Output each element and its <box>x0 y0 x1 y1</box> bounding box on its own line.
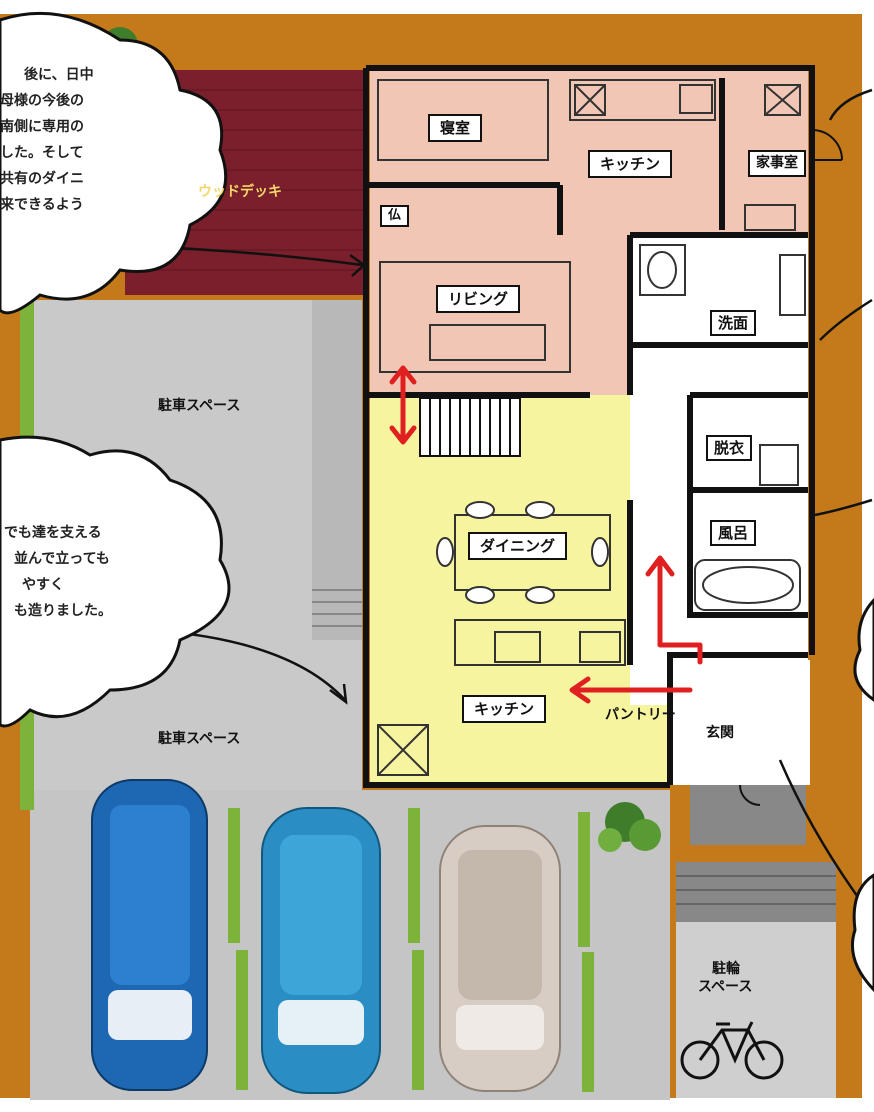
bubble-line: 来できるよう <box>0 197 84 213</box>
right-margin <box>862 0 874 1112</box>
bubble-line: 後に、日中 <box>24 67 94 83</box>
parking-label-upper: 駐車スペース <box>158 398 241 414</box>
bubble-line: 並んで立っても <box>14 551 110 567</box>
room-label-pantry: パントリー <box>605 707 676 723</box>
red-arrow-icon <box>389 365 703 704</box>
car-icon <box>261 807 381 1094</box>
door-swing-icon <box>739 129 843 806</box>
entry-steps <box>676 862 836 922</box>
entry-step-lines <box>676 875 836 905</box>
step-lines <box>312 589 362 627</box>
room-label-altar: 仏 <box>380 205 410 227</box>
tree-icon <box>598 802 661 852</box>
bubble-line: 共有のダイニ <box>0 171 84 187</box>
bubble-line: も造りました。 <box>14 603 112 619</box>
bubble-line: 南側に専用の <box>0 119 84 135</box>
speech-bubble-right-2 <box>850 873 874 993</box>
walls <box>363 65 815 788</box>
bubble-line: 母様の今後の <box>0 93 84 109</box>
hedge-4 <box>412 950 424 1090</box>
porch <box>690 785 806 845</box>
bubble-text-top-left: 後に、日中 母様の今後の 南側に専用の した。そして 共有のダイニ 来できるよう <box>0 62 94 218</box>
side-steps <box>312 300 362 640</box>
wood-deck-label: ウッドデッキ <box>198 184 282 200</box>
hedge-2 <box>236 950 248 1090</box>
dining-chairs <box>436 501 609 604</box>
bubble-line: した。そして <box>0 145 84 161</box>
bicycle-area <box>676 922 836 1098</box>
room-label-bedroom: 寝室 <box>428 114 483 142</box>
room-label-housework: 家事室 <box>748 150 806 177</box>
car-icon <box>91 779 208 1091</box>
room-label-dressing: 脱衣 <box>706 435 753 461</box>
bubble-line: やすく <box>22 577 64 593</box>
hedge-5 <box>578 812 590 947</box>
room-label-washroom: 洗面 <box>710 310 757 336</box>
speech-bubble-top-left <box>0 11 228 315</box>
room-label-entrance: 玄関 <box>706 725 734 741</box>
parking-label-lower: 駐車スペース <box>158 731 241 747</box>
bicycle-icon <box>680 1021 784 1080</box>
room-label-bath: 風呂 <box>710 520 757 546</box>
room-label-living: リビング <box>436 285 521 313</box>
speech-bubble-right-1 <box>853 597 874 702</box>
entrance-zone <box>670 660 810 785</box>
bottom-margin <box>0 1098 874 1112</box>
hedge-3 <box>408 808 420 943</box>
hedge-1 <box>228 808 240 943</box>
bicycle-label-line1: 駐輪 <box>712 961 740 977</box>
car-icon <box>439 825 561 1092</box>
staircase <box>419 397 521 457</box>
room-label-kitchen-lower: キッチン <box>462 695 547 723</box>
hedge-6 <box>582 952 594 1092</box>
speech-bubble-middle-left <box>0 435 231 728</box>
bicycle-label-line2: スペース <box>698 979 753 995</box>
room-label-dining: ダイニング <box>468 532 568 560</box>
bubble-text-middle-left: でも達を支える 並んで立っても やすく も造りました。 <box>0 520 112 624</box>
bubble-line: でも達を支える <box>4 525 102 541</box>
room-label-kitchen-upper: キッチン <box>588 150 673 178</box>
top-margin <box>0 0 874 14</box>
white-zone <box>630 235 808 705</box>
